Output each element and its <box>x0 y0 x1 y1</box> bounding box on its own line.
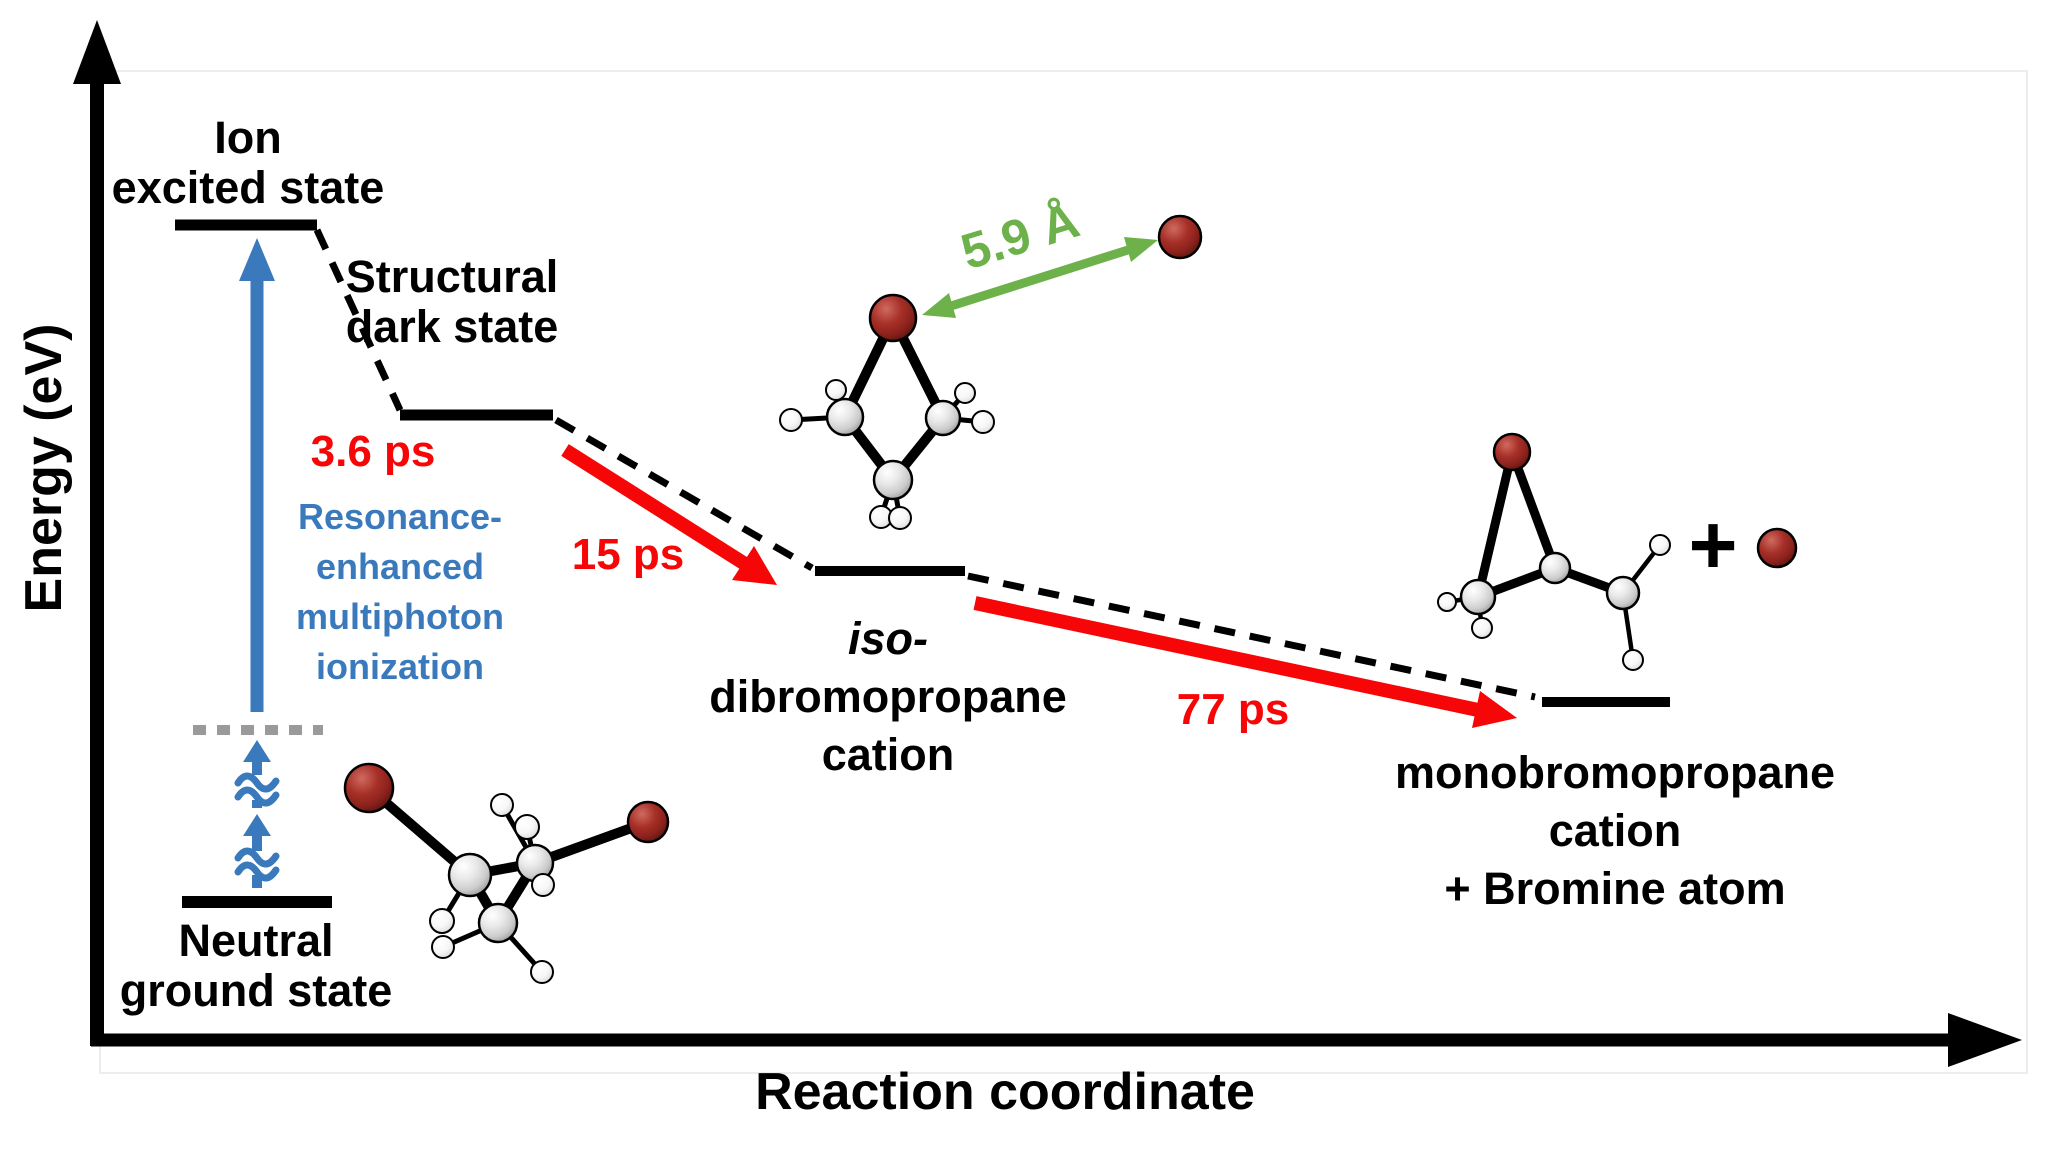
x-axis-label: Reaction coordinate <box>755 1063 1255 1121</box>
free-bromine-atom <box>1157 214 1203 260</box>
carbon-atom <box>872 459 914 501</box>
mono-cation-label: monobromopropane cation + Bromine atom <box>1395 747 1835 914</box>
molecule-mono-cation <box>1437 432 1798 671</box>
x-axis <box>91 1013 2022 1067</box>
photon-arrow-1 <box>234 740 280 808</box>
carbon-atom <box>477 902 519 944</box>
molecule-iso-cation <box>779 214 1203 530</box>
decay-arrow-15ps <box>561 444 777 585</box>
hydrogen-atom <box>490 793 514 817</box>
carbon-atom <box>1538 551 1572 585</box>
ion-excited-state-label: Ion excited state <box>111 112 385 213</box>
lifetime-77ps: 77 ps <box>1176 685 1290 734</box>
hydrogen-atom <box>431 935 455 959</box>
plus-sign: + <box>1688 497 1738 592</box>
decay-arrow-77ps <box>973 596 1517 728</box>
y-axis <box>73 20 121 1046</box>
x-axis-arrowhead-icon <box>1948 1013 2022 1067</box>
molecule-dibromopropane <box>343 762 670 984</box>
bromine-atom <box>868 293 918 343</box>
remi-label: Resonance- enhanced multiphoton ionizati… <box>296 496 504 687</box>
distance-arrow <box>922 237 1158 318</box>
neutral-ground-state-label: Neutral ground state <box>119 915 393 1016</box>
carbon-atom <box>924 399 962 437</box>
carbon-atom <box>447 852 493 898</box>
free-bromine-atom <box>1756 527 1798 569</box>
hydrogen-atom <box>530 960 554 984</box>
y-axis-arrowhead-icon <box>73 20 121 84</box>
y-axis-label: Energy (eV) <box>15 323 73 613</box>
hydrogen-atom <box>514 814 540 840</box>
hydrogen-atom <box>1622 649 1644 671</box>
hydrogen-atom <box>954 382 976 404</box>
hydrogen-atom <box>1437 592 1457 612</box>
carbon-atom <box>1605 575 1641 611</box>
hydrogen-atom <box>429 908 455 934</box>
hydrogen-atom <box>888 506 912 530</box>
carbon-atom <box>825 397 865 437</box>
iso-to-mono-dashed <box>967 572 1536 701</box>
remi-arrow <box>239 238 275 712</box>
hydrogen-atom <box>825 379 847 401</box>
hydrogen-atom <box>1471 617 1493 639</box>
bromine-atom <box>626 800 670 844</box>
carbon-atom <box>1459 578 1497 616</box>
remi-arrowhead-icon <box>239 238 275 281</box>
lifetime-15ps: 15 ps <box>571 530 685 579</box>
iso-cation-label: iso- dibromopropane cation <box>709 613 1067 780</box>
lifetime-3-6ps: 3.6 ps <box>310 427 436 476</box>
photon-arrow-2 <box>234 814 280 888</box>
bromine-atom <box>1492 432 1532 472</box>
hydrogen-atom <box>1649 534 1671 556</box>
bromine-atom <box>343 762 395 814</box>
hydrogen-atom <box>531 873 555 897</box>
dark-to-iso-dashed <box>554 416 814 572</box>
hydrogen-atom <box>971 410 995 434</box>
structural-dark-state-label: Structural dark state <box>345 251 559 352</box>
hydrogen-atom <box>779 408 803 432</box>
